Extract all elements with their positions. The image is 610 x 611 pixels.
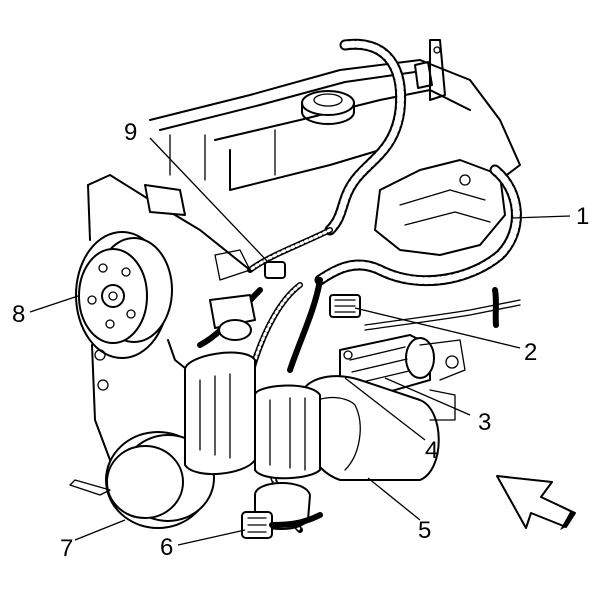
callout-4: 4 (425, 437, 438, 464)
leader-6 (177, 529, 246, 546)
oil-filler-cap (301, 90, 355, 125)
starter-connector (329, 294, 361, 318)
callout-9: 9 (124, 119, 137, 146)
leader-4 (344, 377, 426, 441)
callout-7: 7 (60, 535, 73, 562)
sensor-connector (241, 511, 323, 539)
callout-2: 2 (524, 339, 537, 366)
callout-6: 6 (160, 534, 173, 561)
leader-7 (74, 519, 126, 541)
timing-cover (87, 174, 251, 461)
callout-labels: 1 2 3 4 5 6 7 8 9 (12, 119, 589, 562)
callout-5: 5 (418, 517, 431, 544)
callout-1: 1 (576, 203, 589, 230)
callout-3: 3 (478, 409, 491, 436)
water-pump-pulley (75, 231, 173, 359)
callout-8: 8 (12, 301, 25, 328)
cylinder-head (149, 59, 521, 191)
exhaust-manifold (374, 39, 506, 256)
leader-1 (511, 215, 571, 219)
leader-8 (29, 295, 79, 313)
starter-solenoid (339, 334, 435, 401)
leader-2 (354, 307, 521, 349)
ignition-assembly (184, 294, 321, 480)
leader-5 (367, 477, 421, 521)
leader-3 (384, 377, 471, 416)
engine-sensor (264, 261, 286, 279)
leader-9 (149, 137, 269, 263)
leader-lines (29, 137, 571, 546)
direction-arrow-icon (496, 475, 576, 530)
engine-wiring-harness (247, 38, 522, 328)
